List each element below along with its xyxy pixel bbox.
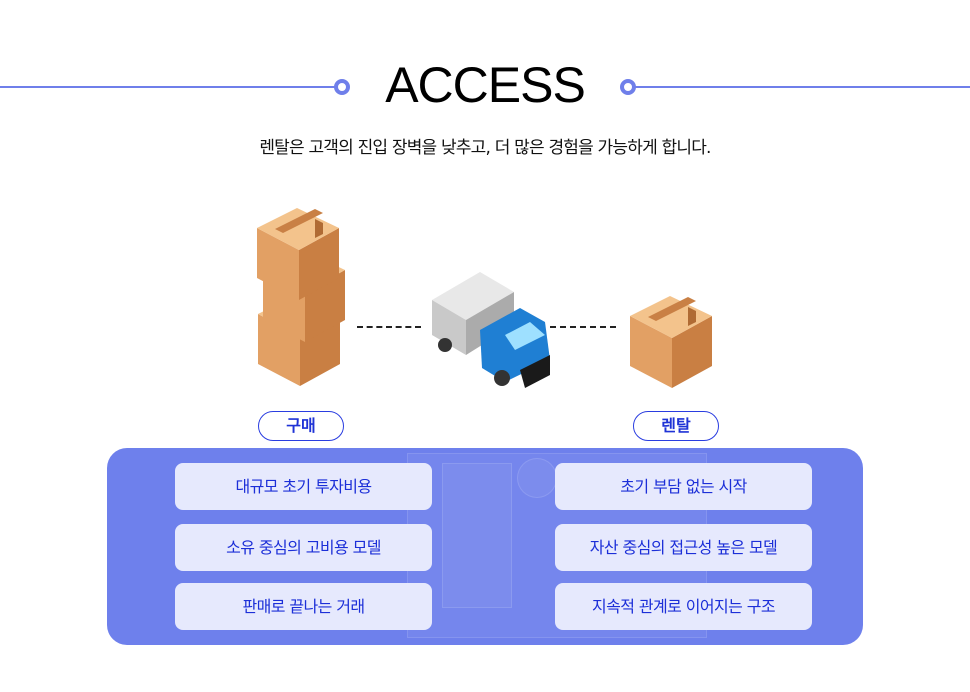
- rental-item: 지속적 관계로 이어지는 구조: [555, 583, 812, 630]
- truck-icon: [432, 272, 550, 388]
- rental-item: 자산 중심의 접근성 높은 모델: [555, 524, 812, 571]
- single-box-icon: [630, 296, 712, 388]
- dashboard-pie-bg: [517, 458, 557, 498]
- rental-item: 초기 부담 없는 시작: [555, 463, 812, 510]
- title-dot-left: [334, 79, 350, 95]
- dashed-connector-left: [357, 326, 421, 328]
- page-title: ACCESS: [385, 57, 586, 113]
- dashboard-chart-bg: [442, 463, 512, 608]
- buy-item: 소유 중심의 고비용 모델: [175, 524, 432, 571]
- title-line-left: [0, 86, 336, 88]
- box-stack-icon: [257, 208, 345, 386]
- buy-item: 판매로 끝나는 거래: [175, 583, 432, 630]
- label-rental: 렌탈: [633, 411, 719, 441]
- buy-item: 대규모 초기 투자비용: [175, 463, 432, 510]
- illustration: [257, 208, 712, 388]
- title-line-right: [634, 86, 970, 88]
- label-buy: 구매: [258, 411, 344, 441]
- page-subtitle: 렌탈은 고객의 진입 장벽을 낮추고, 더 많은 경험을 가능하게 합니다.: [259, 138, 711, 158]
- dashed-connector-right: [550, 326, 616, 328]
